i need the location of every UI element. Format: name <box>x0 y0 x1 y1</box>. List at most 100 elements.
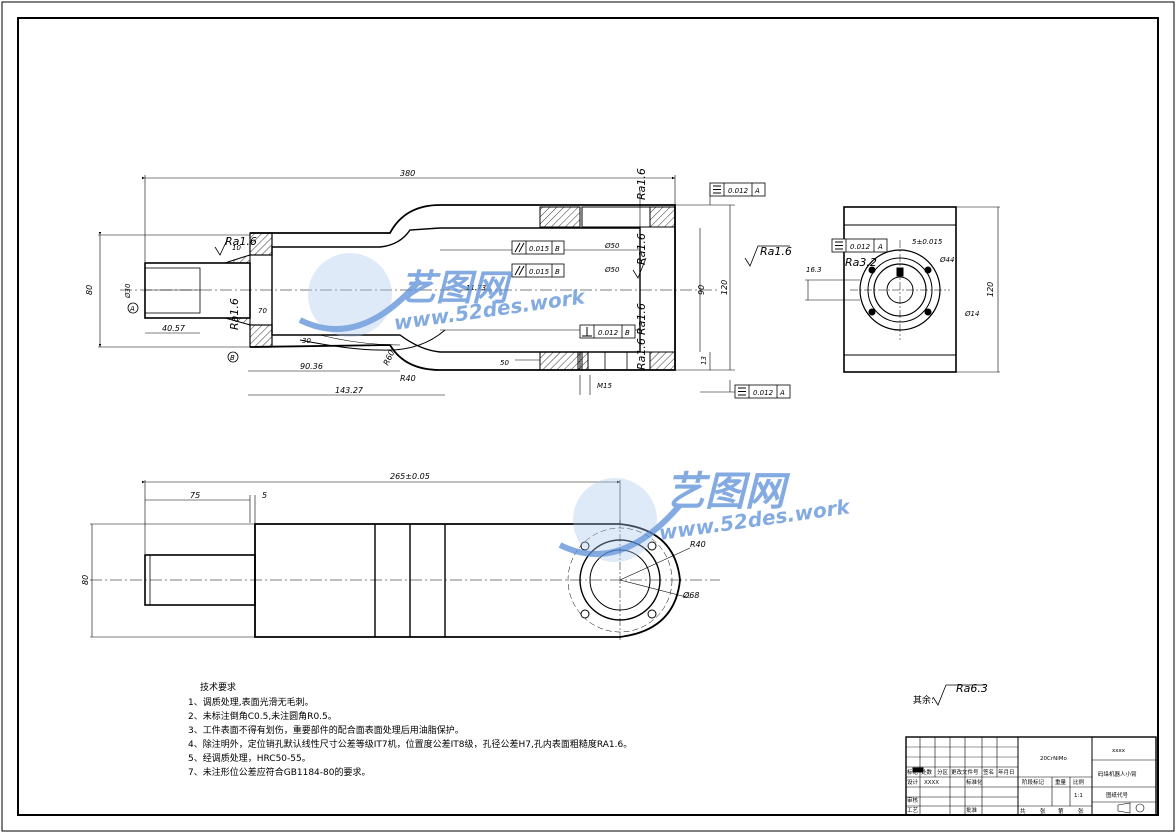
top-dims: 265±0.05 75 5 80 R40 Ø68 <box>81 472 706 600</box>
side-view <box>805 206 1000 373</box>
tech-line-2: 2、未标注倒角C0.5,未注圆角R0.5。 <box>188 710 337 722</box>
top-view <box>90 480 720 640</box>
side-key: 5±0.015 <box>912 238 943 246</box>
tol-top-value: 0.012 <box>728 187 749 195</box>
dim-10: 10 <box>232 244 241 252</box>
dim-11: 11.73 <box>466 284 486 292</box>
tb-drawing-no: 图纸代号 <box>1106 791 1129 799</box>
tol-par1-value: 0.015 <box>529 245 550 253</box>
tol-top-frame: 0.012 A <box>709 182 766 197</box>
datum-b: B <box>230 354 235 362</box>
side-h120: 120 <box>986 282 995 297</box>
tol-par2-value: 0.015 <box>529 268 550 276</box>
top-len-265: 265±0.05 <box>390 472 430 481</box>
ra-bot-right: Ra1.6 <box>635 338 648 370</box>
title-block <box>905 736 1157 816</box>
front-dimensions <box>98 175 735 396</box>
tol-perp-ref: B <box>625 329 630 337</box>
tech-line-3: 3、工件表面不得有划伤，重要部件的配合面表面处理后用油脂保护。 <box>188 724 464 736</box>
dim-phi50a: Ø50 <box>604 242 620 250</box>
tech-line-1: 1、调质处理,表面光滑无毛刺。 <box>188 696 314 708</box>
ra-left-bot: Ra1.6 <box>228 298 241 330</box>
dim-90: 90.36 <box>300 362 323 371</box>
tb-sheet-1: 张 <box>1040 807 1046 815</box>
watermark-2: 艺图网 www.52des.work <box>558 469 853 562</box>
watermark-brand-1: 艺图网 <box>400 268 513 309</box>
tb-r2-2: 标准化 <box>966 778 983 786</box>
dim-m15: M15 <box>597 382 612 390</box>
top-h80: 80 <box>81 575 90 585</box>
tech-title: 技术要求 <box>200 681 236 693</box>
dim-80: 80 <box>85 285 94 295</box>
tb-r1-4: 签名 <box>983 768 994 776</box>
tb-r1-0: 标记 <box>907 768 919 776</box>
dim-phi50b: Ø50 <box>604 266 620 274</box>
tol-par1-ref: B <box>555 245 560 253</box>
ra-mid-right-1: Ra1.6 <box>635 233 648 265</box>
tb-company: xxxx <box>1112 748 1126 754</box>
tb-stage-1: 重量 <box>1055 778 1067 786</box>
top-r40: R40 <box>690 540 706 549</box>
side-ra32: Ra3.2 <box>845 256 877 269</box>
tb-r1-3: 更改文件号 <box>951 768 979 776</box>
tol-bot-frame: 0.012 A <box>734 384 791 399</box>
tb-r4-0: 工艺 <box>907 807 919 814</box>
ra-mid-right-2: Ra1.6 <box>635 303 648 335</box>
watermark-brand-2: 艺图网 <box>665 469 791 515</box>
ra-main: Ra1.6 <box>760 245 792 258</box>
dim-13: 13 <box>700 356 708 365</box>
tol-bot-ref: A <box>779 389 785 397</box>
ra-left-top: Ra1.6 <box>225 235 257 248</box>
tb-sheet-0: 共 <box>1020 807 1026 815</box>
tol-top-ref: A <box>754 187 760 195</box>
side-tol-ref: A <box>877 243 883 251</box>
tb-r2-1: XXXX <box>924 780 939 786</box>
tb-part-name: 码垛机器人小臂 <box>1098 770 1137 778</box>
tb-stage-0: 阶段标记 <box>1022 778 1045 786</box>
tb-r1-5: 年月日 <box>998 768 1015 776</box>
dim-90h: 90 <box>697 285 706 295</box>
tb-sheet-2: 第 <box>1058 807 1064 815</box>
top-len-75: 75 <box>190 491 200 500</box>
tol-perp-value: 0.012 <box>598 329 619 337</box>
ra-top-right: Ra1.6 <box>635 168 648 200</box>
front-section-view <box>120 204 720 371</box>
side-d16: 16.3 <box>806 266 822 274</box>
tb-sheet-3: 张 <box>1078 807 1084 815</box>
dim-143: 143.27 <box>335 386 364 395</box>
tech-line-6: 7、未注形位公差应符合GB1184-80的要求。 <box>188 766 370 778</box>
others-ra: Ra6.3 <box>956 682 988 695</box>
top-phi68: Ø68 <box>682 590 699 600</box>
tb-stage-2: 比例 <box>1073 778 1085 786</box>
tb-r2-0: 设计 <box>907 778 919 786</box>
title-block-text: 20CrNiMo xxxx 码垛机器人小臂 图纸代号 1:1 标记 处数 分区 … <box>907 748 1137 815</box>
top-len-5: 5 <box>262 491 267 500</box>
dim-30: 30 <box>302 337 311 345</box>
tol-par2-ref: B <box>555 268 560 276</box>
tech-requirements: 技术要求 1、调质处理,表面光滑无毛刺。 2、未标注倒角C0.5,未注圆角R0.… <box>188 681 632 778</box>
tb-r1-2: 分区 <box>937 768 949 776</box>
tol-par2-frame: 0.015 B <box>511 263 565 278</box>
side-phi44: Ø44 <box>939 256 954 264</box>
side-phi14: Ø14 <box>964 310 979 318</box>
others-label: 其余: <box>913 694 934 706</box>
tb-r1-1: 处数 <box>921 768 933 776</box>
tb-r3-0: 审核 <box>907 796 919 804</box>
tol-perp-frame: 0.012 B <box>579 324 636 339</box>
tb-r4-1: 批准 <box>966 806 978 814</box>
dim-70: 70 <box>258 307 267 315</box>
dim-40: 40.57 <box>162 324 186 333</box>
dim-120h: 120 <box>720 280 729 295</box>
tb-scale: 1:1 <box>1074 793 1083 799</box>
side-tol-value: 0.012 <box>850 243 871 251</box>
roughness-symbols <box>214 237 985 706</box>
tech-line-5: 5、经调质处理，HRC50-55。 <box>188 752 311 764</box>
tol-bot-value: 0.012 <box>753 389 774 397</box>
dim-phi30: Ø30 <box>124 283 132 299</box>
front-dim-text: 380 80 40.57 90.36 143.27 R40 R60 90 120… <box>85 168 792 395</box>
datum-markers: A B <box>127 302 239 363</box>
dim-380: 380 <box>400 169 415 178</box>
datum-a: A <box>129 305 135 313</box>
tb-material: 20CrNiMo <box>1040 756 1067 762</box>
